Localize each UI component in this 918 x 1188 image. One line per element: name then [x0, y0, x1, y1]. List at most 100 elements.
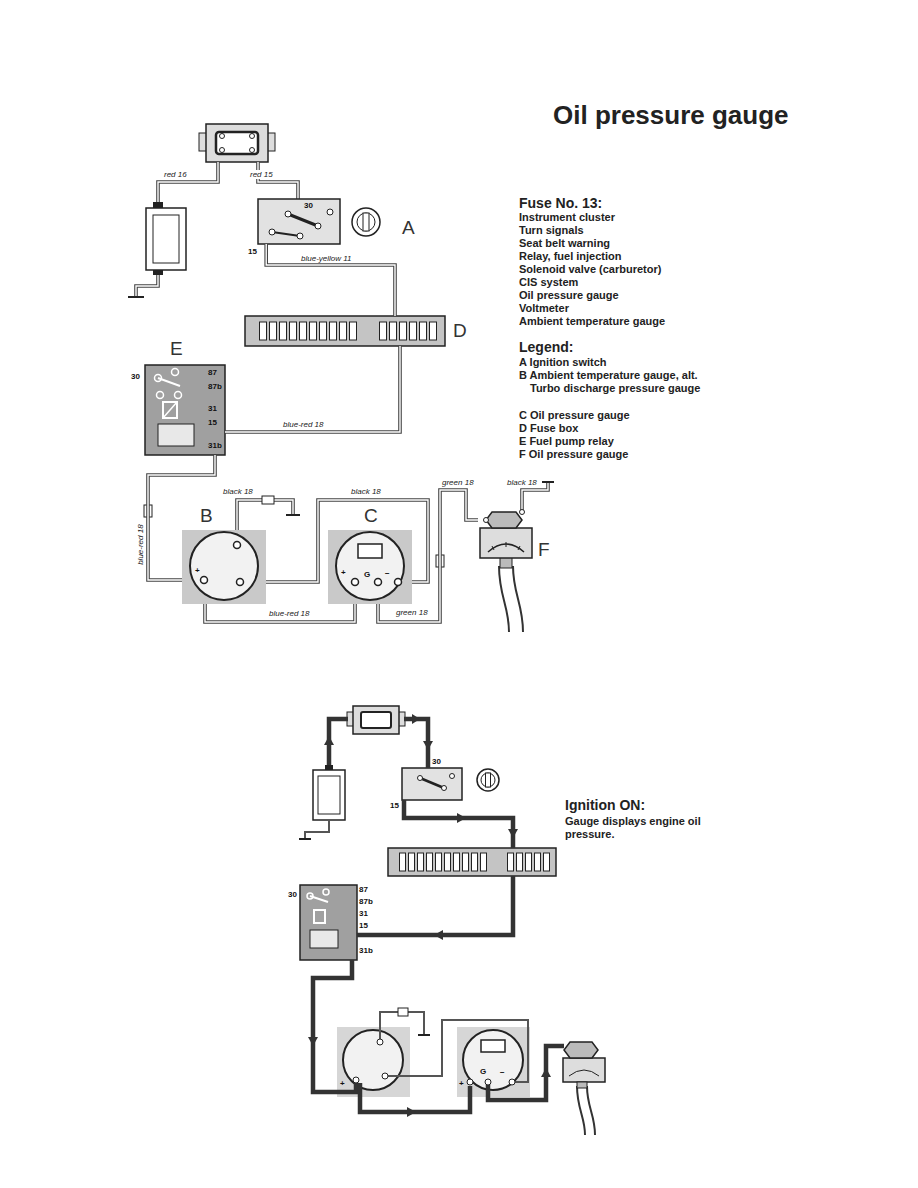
heading: Ignition ON: — [565, 797, 645, 813]
terminal-symbol — [509, 1079, 515, 1085]
ignition-switch-symbol — [258, 199, 340, 244]
relay-symbol — [310, 930, 338, 948]
gauge-symbol — [343, 1030, 403, 1090]
battery-symbol — [153, 215, 179, 263]
ignition-switch-symbol — [402, 768, 462, 800]
relay-symbol — [157, 392, 164, 399]
wire-label: black 18 — [222, 487, 254, 496]
wire-connector — [378, 490, 478, 622]
gauge-symbol — [182, 530, 266, 604]
oil-pressure-sender-symbol — [506, 566, 516, 632]
gauge-symbol — [336, 532, 404, 600]
oil-pressure-sender-symbol — [582, 1086, 590, 1135]
ignition-switch-symbol — [442, 786, 447, 791]
fuse-box-symbol — [378, 320, 438, 342]
ignition-key-symbol — [486, 773, 491, 787]
battery-symbol — [318, 776, 340, 814]
wire-connector — [148, 455, 215, 580]
ground-symbol — [418, 1035, 430, 1036]
ignition-switch-symbol — [269, 229, 275, 235]
wire — [258, 162, 298, 199]
terminal-label: + — [459, 1079, 464, 1088]
ignition-switch-symbol — [327, 209, 333, 215]
component-letter: F — [538, 540, 550, 559]
list-item: Relay, fuel injection — [519, 250, 622, 263]
terminal-label: 15 — [248, 247, 257, 256]
oil-pressure-sender-symbol — [506, 566, 516, 632]
battery-symbol — [146, 202, 186, 275]
fuse-box-symbol — [388, 848, 556, 876]
resistor-symbol — [262, 496, 274, 504]
oil-pressure-sender-symbol — [518, 546, 520, 550]
battery-symbol — [313, 770, 345, 820]
terminal-symbol — [485, 1079, 491, 1085]
terminal-label: − — [385, 569, 390, 578]
ignition-switch-symbol — [420, 778, 444, 788]
ignition-switch-symbol — [285, 211, 291, 217]
relay-symbol — [300, 885, 357, 960]
current-flow-arrow — [324, 736, 334, 745]
gauge-symbol — [237, 579, 244, 586]
wire — [313, 719, 564, 1112]
battery-symbol — [305, 820, 329, 838]
wire — [357, 876, 513, 935]
terminal-label: 15 — [208, 418, 217, 427]
wire-label: blue-red 18 — [135, 524, 144, 566]
ignition-switch-symbol — [258, 199, 340, 244]
wire-connector — [378, 490, 478, 622]
gauge-symbol — [337, 1027, 410, 1097]
relay-symbol — [314, 910, 325, 923]
wire — [385, 1020, 528, 1082]
wire — [258, 162, 298, 199]
oil-pressure-sender-symbol — [564, 1042, 598, 1058]
terminal-symbol — [382, 1073, 388, 1079]
wire-label: blue-red 18 — [268, 609, 310, 618]
wire-connector — [148, 455, 215, 580]
gauge-symbol — [395, 579, 402, 586]
component-letter: A — [402, 218, 415, 237]
resistor-symbol — [398, 1008, 408, 1016]
relay-symbol — [145, 365, 225, 455]
terminal-label: + — [195, 566, 200, 575]
ambient-temperature-gauge: B — [182, 530, 266, 604]
current-flow-arrow — [308, 714, 551, 1117]
oil-pressure-gauge: C — [328, 530, 412, 604]
ignition-key-symbol — [352, 208, 380, 236]
relay-symbol — [163, 402, 177, 418]
terminal-label: 30 — [304, 201, 313, 210]
ignition-switch-symbol — [288, 214, 318, 226]
terminal-label: 87 — [359, 885, 368, 894]
terminal-label: 31 — [208, 404, 217, 413]
note-text: Gauge displays engine oil pressure. — [565, 815, 715, 840]
heading: Fuse No. 13: — [519, 195, 602, 211]
relay-symbol — [307, 893, 313, 899]
terminal-label: − — [500, 1068, 505, 1077]
list-item: Voltmeter — [519, 302, 569, 315]
fuel-pump-relay: E — [145, 365, 225, 455]
fuse-block-symbol — [220, 148, 225, 153]
oil-pressure-sender-symbol — [577, 1082, 587, 1088]
oil-pressure-sender-symbol — [569, 1070, 599, 1076]
oil-pressure-sender-symbol — [582, 1086, 590, 1135]
fuse-block-symbol — [347, 706, 405, 734]
wire-connector — [205, 604, 355, 622]
oil-pressure-sender-symbol — [480, 510, 532, 633]
wire-label: red 15 — [249, 170, 274, 179]
wire-connector — [225, 346, 400, 432]
list-item: Turn signals — [519, 224, 584, 237]
ignition-switch-symbol — [402, 768, 462, 800]
terminal-label: 31b — [208, 441, 222, 450]
component-letter: C — [364, 506, 378, 525]
fuse-block-symbol — [206, 124, 268, 162]
gauge-symbol — [375, 579, 382, 586]
wire — [404, 800, 513, 848]
list-item: D Fuse box — [519, 422, 578, 435]
list-item: Seat belt warning — [519, 237, 610, 250]
terminal-label: + — [341, 568, 346, 577]
wire-connector — [225, 346, 400, 432]
component-letter: E — [170, 339, 183, 358]
wire-connector — [205, 604, 355, 622]
current-flow-arrow — [457, 813, 466, 823]
oil-pressure-sender-symbol — [480, 528, 532, 558]
